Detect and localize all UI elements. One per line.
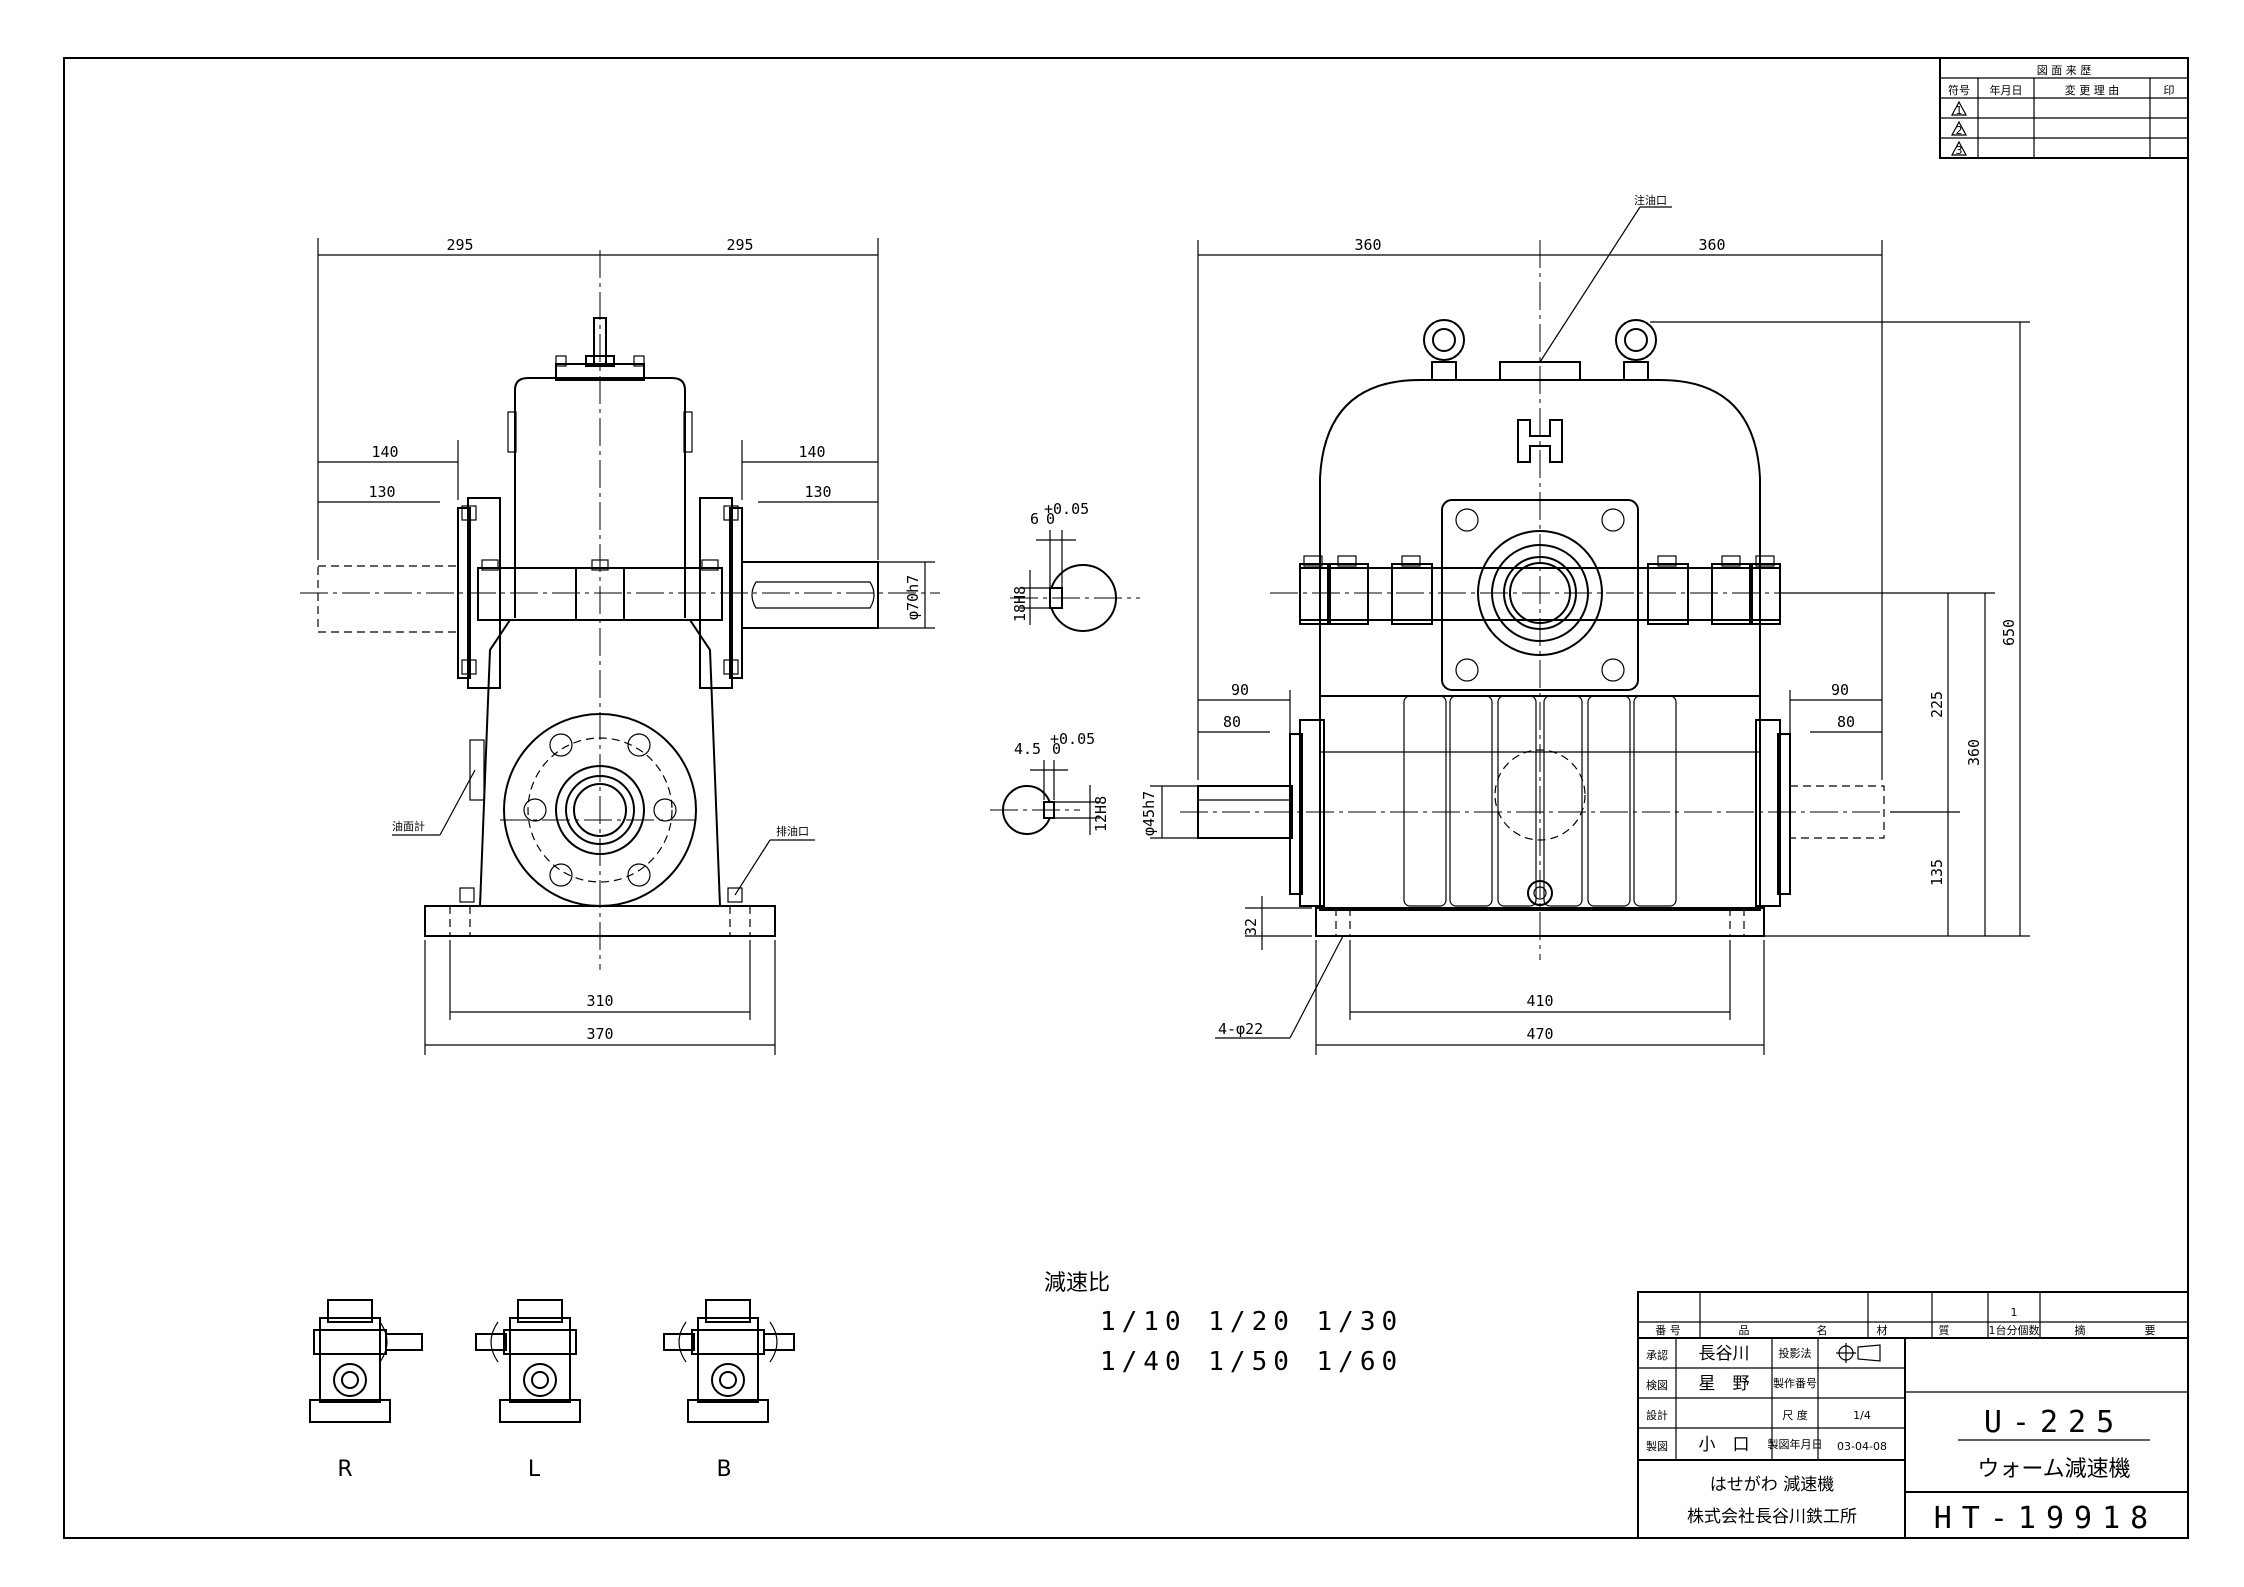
- projection-label: 投影法: [1779, 1346, 1812, 1360]
- dim-front-80-right: 80: [1837, 713, 1855, 731]
- dim-front-32: 32: [1242, 918, 1260, 936]
- dim-front-470: 470: [1526, 1025, 1553, 1043]
- key2-fit: 12H8: [1092, 796, 1110, 832]
- hdr-quality: 質: [1939, 1323, 1950, 1337]
- revision-title: 図 面 来 歴: [2037, 64, 2092, 77]
- check-name: 星 野: [1699, 1374, 1750, 1394]
- date-value: 03-04-08: [1837, 1440, 1887, 1453]
- dim-side-310: 310: [586, 992, 613, 1010]
- hdr-summary1: 摘: [2075, 1323, 2086, 1337]
- revision-header-seal: 印: [2164, 84, 2175, 97]
- dim-front-410: 410: [1526, 992, 1553, 1010]
- qty-value: 1: [2011, 1306, 2018, 1319]
- variant-b-label: B: [716, 1457, 731, 1482]
- hdr-number: 番 号: [1655, 1324, 1681, 1337]
- side-view: 油面計 排油口 295 295 140 130 140 13: [300, 236, 940, 1055]
- dim-front-90-right: 90: [1831, 681, 1849, 699]
- draft-label: 製図: [1646, 1439, 1668, 1453]
- dim-side-295-left: 295: [446, 236, 473, 254]
- key1-width: 6: [1030, 510, 1039, 528]
- oil-gauge-label: 油面計: [392, 819, 425, 833]
- dim-front-holes: 4-φ22: [1218, 1020, 1263, 1038]
- dim-side-140-left: 140: [371, 443, 398, 461]
- key1-fit: 18H8: [1011, 586, 1029, 622]
- drawing-number: HT-19918: [1934, 1501, 2159, 1536]
- hdr-material: 材: [1877, 1323, 1888, 1337]
- dim-side-295-right: 295: [726, 236, 753, 254]
- key2-width: 4.5: [1014, 740, 1041, 758]
- dim-front-shaft-dia: φ45h7: [1140, 791, 1158, 836]
- ratio-label: 減速比: [1044, 1271, 1110, 1296]
- scale-label: 尺 度: [1782, 1408, 1808, 1422]
- oil-inlet-label: 注油口: [1634, 193, 1667, 207]
- revision-header-symbol: 符号: [1948, 84, 1970, 97]
- approve-name: 長谷川: [1699, 1344, 1750, 1364]
- dim-front-80-left: 80: [1223, 713, 1241, 731]
- dim-side-140-right: 140: [798, 443, 825, 461]
- dim-front-90-left: 90: [1231, 681, 1249, 699]
- hdr-summary2: 要: [2145, 1324, 2156, 1337]
- dim-front-360-right: 360: [1698, 236, 1725, 254]
- front-view: 注油口: [1140, 193, 2030, 1055]
- ratio-row-1: 1/10 1/20 1/30: [1100, 1307, 1403, 1337]
- title-block: 1 番 号 品 名 材 質 1台分個数 摘 要 承認 長谷川 投影法 検図 星 …: [1637, 1291, 2189, 1539]
- design-label: 設計: [1646, 1408, 1668, 1422]
- variant-r-label: R: [337, 1457, 352, 1482]
- sheet-border: [63, 57, 2189, 1539]
- key2-tol-lower: 0: [1052, 740, 1061, 758]
- revision-symbol-2: 2: [1956, 124, 1963, 137]
- drain-label: 排油口: [776, 824, 809, 838]
- key2-tol-upper: +0.05: [1050, 730, 1095, 748]
- revision-header-date: 年月日: [1990, 83, 2023, 97]
- company-line-2: 株式会社長谷川鉄工所: [1687, 1507, 1857, 1527]
- approve-label: 承認: [1646, 1348, 1668, 1362]
- variant-r: R: [309, 1299, 423, 1482]
- dim-front-225: 225: [1928, 691, 1946, 718]
- dim-side-130-left: 130: [368, 483, 395, 501]
- key1-tol-upper: +0.05: [1044, 500, 1089, 518]
- dim-front-360-left: 360: [1354, 236, 1381, 254]
- ratio-row-2: 1/40 1/50 1/60: [1100, 1347, 1403, 1377]
- drawing-no-label: 製作番号: [1773, 1376, 1817, 1390]
- company-line-1: はせがわ 減速機: [1710, 1475, 1834, 1495]
- revision-symbol-3: 3: [1956, 144, 1963, 157]
- dim-front-650: 650: [2000, 619, 2018, 646]
- dim-front-360-height: 360: [1965, 739, 1983, 766]
- hdr-name: 名: [1817, 1323, 1828, 1337]
- variant-l-label: L: [528, 1457, 541, 1482]
- date-label: 製図年月日: [1768, 1437, 1823, 1451]
- product-name: ウォーム減速機: [1977, 1457, 2130, 1482]
- dim-side-130-right: 130: [804, 483, 831, 501]
- reduction-ratio: 減速比 1/10 1/20 1/30 1/40 1/50 1/60: [1044, 1271, 1403, 1377]
- dim-side-shaft-dia: φ70h7: [904, 575, 922, 620]
- variant-l: L: [475, 1299, 581, 1482]
- check-label: 検図: [1646, 1378, 1668, 1392]
- revision-header-reason: 変 更 理 由: [2065, 83, 2120, 97]
- hdr-item: 品: [1739, 1324, 1750, 1337]
- dim-side-370: 370: [586, 1025, 613, 1043]
- key-sections: 6 +0.05 0 18H8 4.5 +0.05 0 12H8: [990, 500, 1140, 835]
- revision-table: 図 面 来 歴 符号 年月日 変 更 理 由 印 1 2 3: [1939, 57, 2189, 159]
- revision-symbol-1: 1: [1956, 104, 1963, 117]
- hdr-qty: 1台分個数: [1989, 1323, 2040, 1337]
- scale-value: 1/4: [1853, 1409, 1871, 1422]
- model-number: U-225: [1984, 1405, 2124, 1440]
- key1-tol-lower: 0: [1046, 510, 1055, 528]
- draft-name: 小 口: [1699, 1435, 1750, 1455]
- dim-front-135: 135: [1928, 859, 1946, 886]
- variant-b: B: [663, 1299, 795, 1482]
